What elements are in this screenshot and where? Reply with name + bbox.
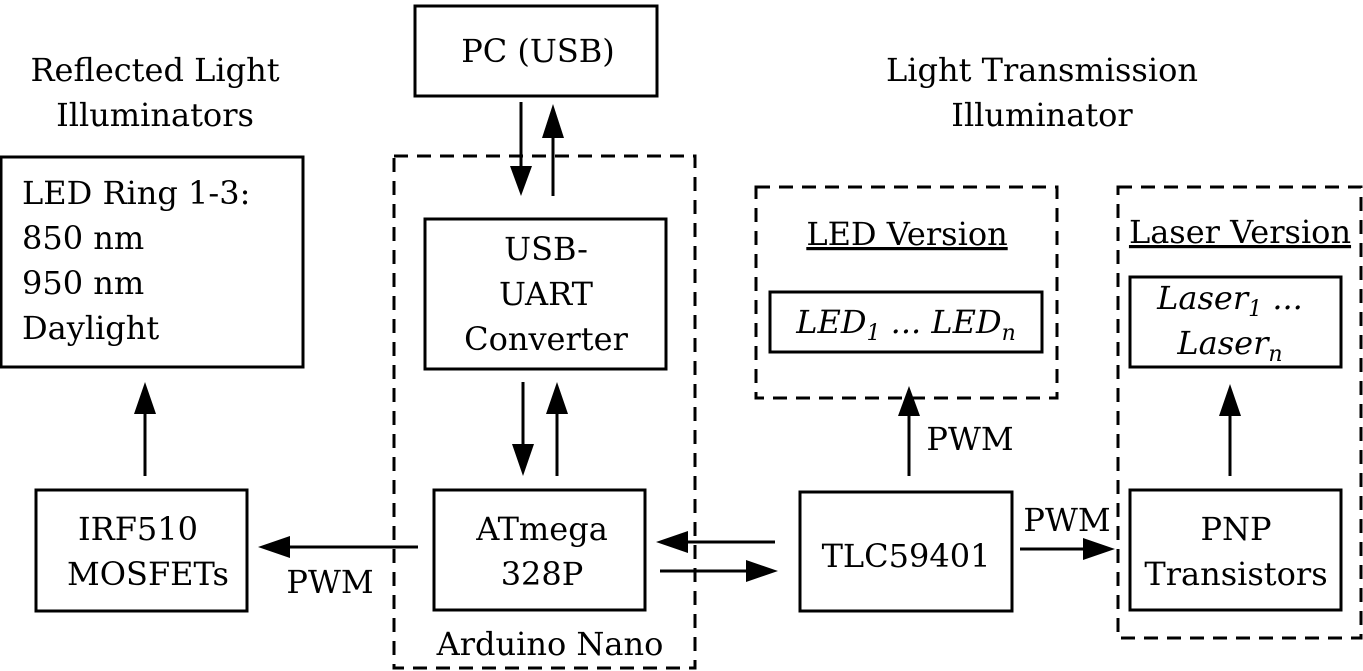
arrow-pc-to-converter-head xyxy=(510,166,532,196)
pc-usb-block xyxy=(413,4,659,98)
arduino-nano-label: Arduino Nano xyxy=(436,625,664,663)
laser-version-label: Laser Version xyxy=(1129,213,1351,251)
atmega-line2: 328P xyxy=(501,555,584,593)
led-ring-line1: LED Ring 1-3: xyxy=(22,174,250,212)
laser-sources-line2: Lasern xyxy=(1176,324,1282,367)
atmega-328p-block xyxy=(432,488,647,612)
arrow-converter-to-atmega-head xyxy=(512,444,534,476)
arrow-tlc-to-pnp-head xyxy=(1083,538,1115,560)
heading-transmission-line2: Illuminator xyxy=(951,96,1133,134)
heading-transmission-line1: Light Transmission xyxy=(886,51,1198,89)
arrow-tlc-to-atmega-head xyxy=(656,531,688,553)
led-ring-block xyxy=(0,155,305,369)
atmega-line1: ATmega xyxy=(475,510,608,548)
usb-uart-line1: USB- xyxy=(504,230,588,268)
usb-uart-line3: Converter xyxy=(464,320,628,358)
arrow-tlc-to-led-head xyxy=(898,386,920,416)
arrow-atmega-to-irf-head xyxy=(258,536,290,558)
pwm-label-irf: PWM xyxy=(286,563,373,601)
pnp-line2: Transistors xyxy=(1144,555,1327,593)
pwm-label-led: PWM xyxy=(926,420,1013,458)
usb-uart-block xyxy=(423,217,668,371)
led-version-group xyxy=(754,185,1059,400)
led-sources-label: LED1 ... LEDn xyxy=(795,303,1016,346)
led-ring-line2: 850 nm xyxy=(22,219,144,257)
pnp-transistors-block xyxy=(1128,488,1343,612)
arrow-atmega-to-converter-head xyxy=(546,382,568,414)
arrow-atmega-to-tlc-head xyxy=(746,560,778,582)
led-version-label: LED Version xyxy=(806,215,1007,253)
irf510-line2: MOSFETs xyxy=(67,555,229,593)
arrow-pnp-to-laser-head xyxy=(1219,384,1241,416)
usb-uart-line2: UART xyxy=(499,275,594,313)
laser-version-group xyxy=(1116,185,1363,640)
tlc59401-block xyxy=(798,490,1014,613)
pwm-label-pnp: PWM xyxy=(1023,501,1110,539)
led-ring-line4: Daylight xyxy=(22,309,159,347)
laser-sources-block xyxy=(1128,275,1343,369)
pc-usb-label: PC (USB) xyxy=(461,32,615,70)
arduino-nano-group xyxy=(392,154,697,670)
heading-reflected-line1: Reflected Light xyxy=(30,51,279,89)
tlc59401-label: TLC59401 xyxy=(822,537,991,575)
laser-sources-line1: Laser1 ... xyxy=(1156,279,1303,322)
pnp-line1: PNP xyxy=(1200,510,1271,548)
led-sources-block xyxy=(768,290,1044,354)
irf510-line1: IRF510 xyxy=(78,510,198,548)
heading-reflected-line2: Illuminators xyxy=(56,96,254,134)
arrow-converter-to-pc-head xyxy=(542,104,564,138)
irf510-mosfets-block xyxy=(34,488,249,613)
arrow-irf-to-ledring-head xyxy=(134,382,156,414)
led-ring-line3: 950 nm xyxy=(22,264,144,302)
